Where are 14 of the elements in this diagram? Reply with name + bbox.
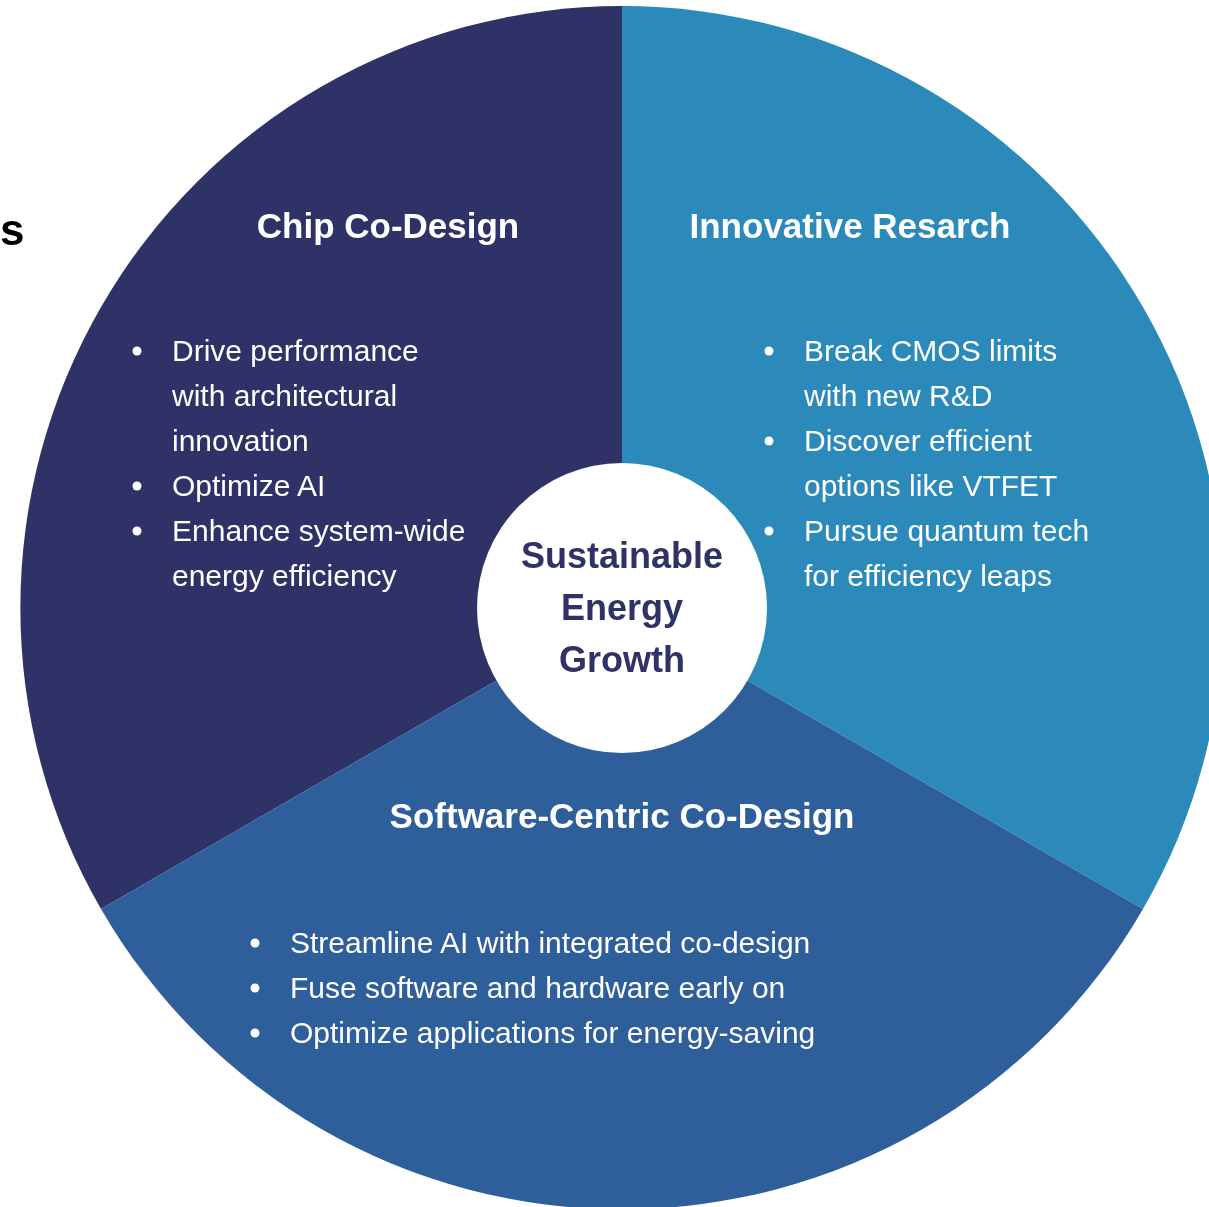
bullet-text: Break CMOS limits with new R&D bbox=[804, 334, 1058, 412]
bullet-text: Optimize applications for energy-saving bbox=[290, 1016, 816, 1049]
bullet-text: Optimize AI bbox=[172, 469, 326, 502]
segment-heading: Chip Co-Design bbox=[255, 206, 521, 246]
segment-heading: Innovative Resarch bbox=[688, 206, 1012, 246]
cut-off-text: s bbox=[0, 205, 25, 255]
segment-heading: Software-Centric Co-Design bbox=[388, 796, 856, 836]
center-label: Sustainable Energy Growth bbox=[519, 534, 725, 682]
bullet-text: Pursue quantum tech for efficiency leaps bbox=[804, 514, 1090, 592]
bullet-text: Fuse software and hardware early on bbox=[290, 971, 786, 1004]
bullet-text: Streamline AI with integrated co-design bbox=[290, 926, 811, 959]
bullet-text: Enhance system-wide energy efficiency bbox=[172, 514, 466, 592]
bullet-text: Discover efficient options like VTFET bbox=[804, 424, 1058, 502]
bullet-text: Drive performance with architectural innovation bbox=[172, 334, 419, 457]
